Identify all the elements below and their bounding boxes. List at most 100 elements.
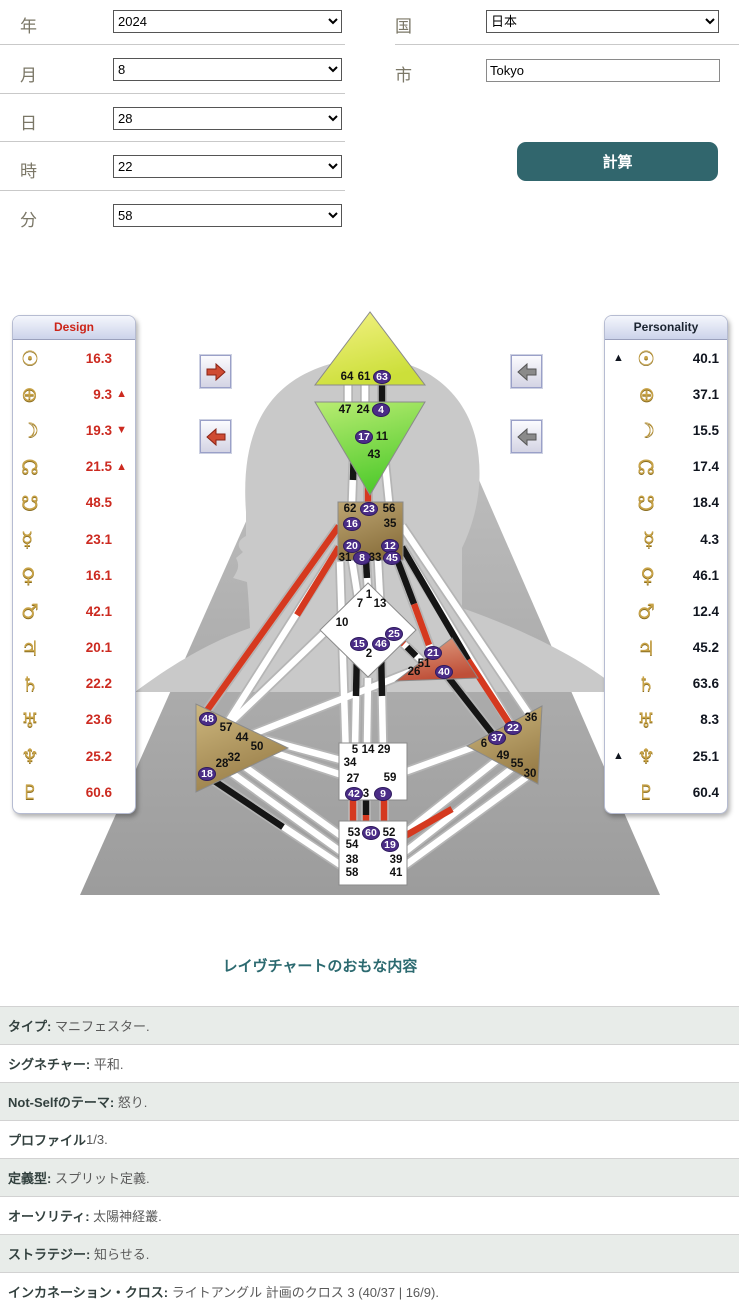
planet-row-neptune: ♆25.2 bbox=[13, 738, 135, 774]
planet-row-north-node: ☊17.4 bbox=[605, 449, 727, 485]
personality-forward-arrow-button[interactable] bbox=[510, 419, 543, 454]
gate-number-46: 46 bbox=[375, 638, 387, 650]
summary-row-label: シグネチャー: bbox=[8, 1057, 91, 1072]
activated-gate-15 bbox=[350, 637, 368, 651]
gate-number-48: 48 bbox=[202, 713, 214, 725]
country-label: 国 bbox=[395, 17, 412, 36]
activated-gate-4 bbox=[372, 403, 390, 417]
gate-line-value: 25.1 bbox=[692, 748, 719, 764]
design-panel: Design ☉16.3⊕9.3▲☽19.3▼☊21.5▲☋48.5☿23.1♀… bbox=[12, 315, 136, 814]
city-input[interactable] bbox=[486, 59, 720, 82]
minute-select[interactable]: 58 bbox=[113, 204, 342, 227]
summary-row: タイプ: マニフェスター. bbox=[0, 1006, 739, 1044]
ajna-center bbox=[314, 401, 426, 496]
mercury-icon: ☿ bbox=[642, 527, 655, 552]
summary-row-label: 定義型: bbox=[8, 1171, 52, 1186]
activated-gate-42 bbox=[345, 787, 363, 801]
gate-number-25: 25 bbox=[388, 628, 400, 640]
gate-line-value: 4.3 bbox=[700, 531, 719, 547]
gate-number-9: 9 bbox=[380, 788, 386, 800]
summary-row: シグネチャー: 平和. bbox=[0, 1044, 739, 1082]
day-label: 日 bbox=[20, 114, 37, 133]
gate-number-63: 63 bbox=[376, 371, 388, 383]
activated-gate-63 bbox=[373, 370, 391, 384]
calculate-button[interactable]: 計算 bbox=[517, 142, 718, 181]
gate-number-40: 40 bbox=[438, 666, 450, 678]
gate-number-27: 27 bbox=[347, 773, 360, 785]
north-node-icon: ☊ bbox=[21, 454, 39, 479]
saturn-icon: ♄ bbox=[637, 671, 655, 696]
gate-line-value: 60.4 bbox=[692, 784, 719, 800]
activated-gate-16 bbox=[343, 517, 361, 531]
minute-label: 分 bbox=[20, 211, 37, 230]
planet-row-jupiter: ♃45.2 bbox=[605, 630, 727, 666]
planet-row-mercury: ☿23.1 bbox=[13, 521, 135, 557]
gate-number-55: 55 bbox=[511, 758, 524, 770]
design-back-arrow-button[interactable] bbox=[199, 419, 232, 454]
gate-number-8: 8 bbox=[359, 552, 365, 564]
fixing-marker: ▲ bbox=[116, 460, 127, 473]
gate-number-21: 21 bbox=[427, 647, 439, 659]
planet-row-venus: ♀16.1 bbox=[13, 557, 135, 593]
gate-line-value: 19.3 bbox=[85, 422, 112, 438]
gate-number-51: 51 bbox=[418, 658, 431, 670]
summary-row-label: オーソリティ: bbox=[8, 1209, 90, 1224]
gate-number-52: 52 bbox=[383, 827, 396, 839]
gate-number-24: 24 bbox=[357, 404, 370, 416]
uranus-icon: ♅ bbox=[637, 707, 655, 732]
gate-number-30: 30 bbox=[524, 768, 537, 780]
planet-row-uranus: ♅23.6 bbox=[13, 702, 135, 738]
country-select[interactable]: 日本 bbox=[486, 10, 719, 33]
gate-number-5: 5 bbox=[352, 744, 359, 756]
channels bbox=[198, 385, 536, 877]
year-label: 年 bbox=[20, 17, 37, 36]
birth-data-form: 年 2024 月 8 日 28 時 22 分 58 国 日本 市 計算 bbox=[0, 0, 739, 300]
gate-number-19: 19 bbox=[384, 839, 396, 851]
summary-section: レイヴチャートのおもな内容 タイプ: マニフェスター.シグネチャー: 平和.No… bbox=[0, 940, 739, 1310]
gate-number-32: 32 bbox=[228, 752, 241, 764]
planet-row-south-node: ☋48.5 bbox=[13, 485, 135, 521]
gate-line-value: 40.1 bbox=[692, 350, 719, 366]
summary-row-value: 1/3. bbox=[86, 1132, 108, 1147]
day-select[interactable]: 28 bbox=[113, 107, 342, 130]
design-forward-arrow-button[interactable] bbox=[199, 354, 232, 389]
gate-number-16: 16 bbox=[346, 518, 358, 530]
summary-row: ストラテジー: 知らせる. bbox=[0, 1234, 739, 1272]
hour-select[interactable]: 22 bbox=[113, 155, 342, 178]
venus-icon: ♀ bbox=[640, 563, 655, 588]
gate-number-12: 12 bbox=[384, 540, 396, 552]
activated-gate-23 bbox=[360, 502, 378, 516]
gate-line-value: 16.1 bbox=[85, 567, 112, 583]
gate-line-value: 12.4 bbox=[692, 603, 719, 619]
planet-row-jupiter: ♃20.1 bbox=[13, 630, 135, 666]
gate-line-value: 42.1 bbox=[85, 603, 112, 619]
hour-label: 時 bbox=[20, 162, 37, 181]
gate-number-1: 1 bbox=[366, 589, 373, 601]
personality-back-arrow-button[interactable] bbox=[510, 354, 543, 389]
month-select[interactable]: 8 bbox=[113, 58, 342, 81]
activated-gate-40 bbox=[435, 665, 453, 679]
planet-row-uranus: ♅8.3 bbox=[605, 702, 727, 738]
gate-number-31: 31 bbox=[339, 552, 352, 564]
earth-icon: ⊕ bbox=[638, 382, 655, 407]
gate-line-value: 18.4 bbox=[692, 495, 719, 511]
head-center bbox=[313, 311, 427, 386]
gate-number-61: 61 bbox=[358, 371, 371, 383]
summary-row-value: スプリット定義. bbox=[51, 1171, 150, 1186]
planet-row-neptune: ♆25.1▲ bbox=[605, 738, 727, 774]
year-select[interactable]: 2024 bbox=[113, 10, 342, 33]
gate-number-29: 29 bbox=[378, 744, 391, 756]
planet-row-moon: ☽19.3▼ bbox=[13, 412, 135, 448]
planet-row-north-node: ☊21.5▲ bbox=[13, 449, 135, 485]
gate-line-value: 22.2 bbox=[85, 676, 112, 692]
gate-number-23: 23 bbox=[363, 503, 375, 515]
planet-row-pluto: ♇60.4 bbox=[605, 774, 727, 810]
gate-line-value: 20.1 bbox=[85, 640, 112, 656]
gate-line-value: 45.2 bbox=[692, 640, 719, 656]
gate-number-13: 13 bbox=[374, 598, 387, 610]
gate-number-64: 64 bbox=[341, 371, 354, 383]
gate-number-22: 22 bbox=[507, 722, 519, 734]
gate-number-28: 28 bbox=[216, 758, 229, 770]
gate-number-57: 57 bbox=[220, 722, 233, 734]
fixing-marker: ▲ bbox=[613, 750, 624, 763]
